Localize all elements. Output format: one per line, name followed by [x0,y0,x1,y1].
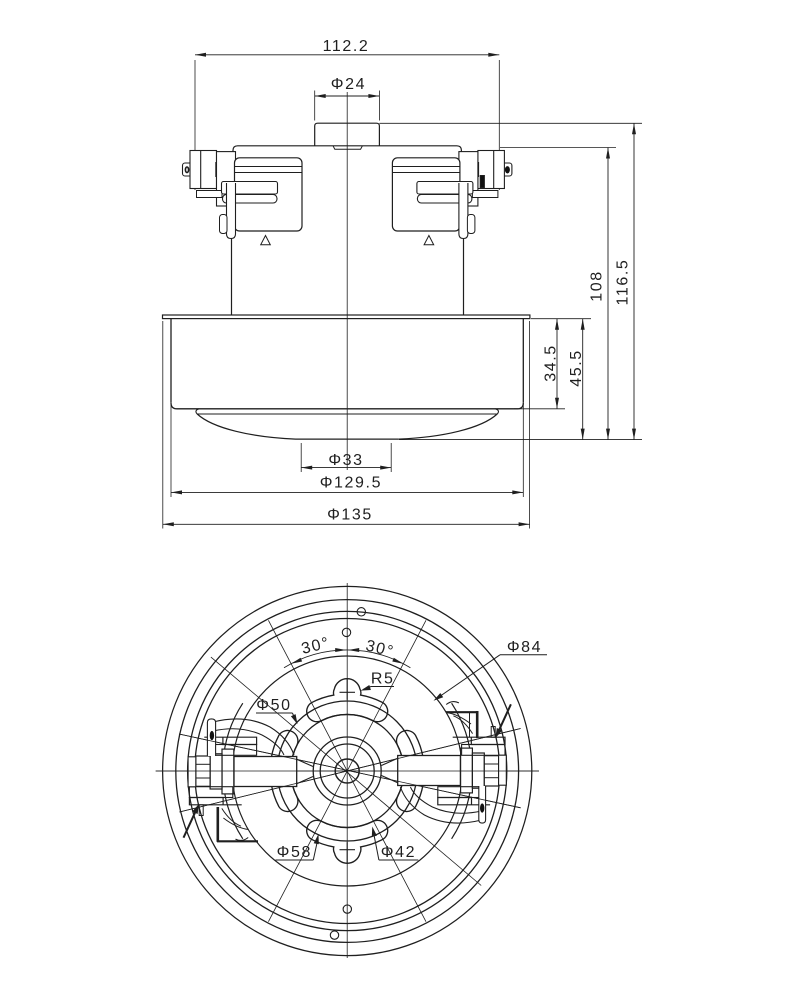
svg-text:Φ50: Φ50 [256,697,291,714]
svg-text:Φ42: Φ42 [381,844,416,861]
svg-text:Φ135: Φ135 [327,507,373,524]
svg-text:45.5: 45.5 [568,349,585,387]
svg-text:112.2: 112.2 [323,38,370,55]
svg-text:116.5: 116.5 [615,259,632,306]
svg-text:Φ24: Φ24 [331,76,366,93]
svg-text:Φ33: Φ33 [328,452,363,469]
svg-text:30°: 30° [300,634,332,658]
svg-text:30°: 30° [364,637,396,661]
svg-text:108: 108 [589,270,606,302]
svg-text:Φ84: Φ84 [507,639,542,656]
svg-text:Φ129.5: Φ129.5 [320,474,382,491]
svg-text:34.5: 34.5 [543,344,560,382]
svg-text:Φ58: Φ58 [277,844,312,861]
svg-text:R5: R5 [371,671,395,688]
